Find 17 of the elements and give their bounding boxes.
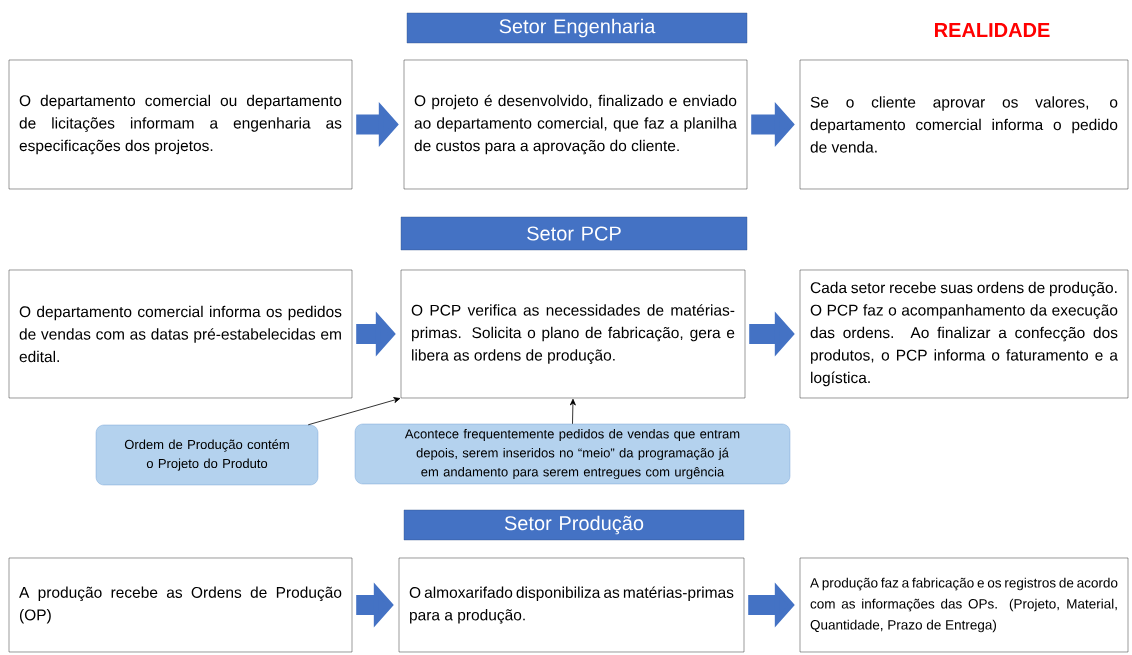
text-box: O almoxarifado disponibiliza as matérias-primas para a produção. [398,557,745,653]
leader-arrow [569,398,576,425]
section-header: Setor PCP [400,216,748,251]
callout-box: Acontece frequentemente pedidos de vendas que entram depois, serem inseridos no “meio” da programação já em andamento para serem entregues com urgência [354,423,791,485]
text-box: Cada setor recebe suas ordens de produção. O PCP faz o acompanhamento da execução das ordens. Ao finalizar a confecção dos produtos, o PCP informa o faturamento e a logística. [799,269,1129,399]
leader-arrow [307,397,401,426]
section-header: Setor Engenharia [406,12,748,44]
text-box: O projeto é desenvolvido, finalizado e enviado ao departamento comercial, que faz a planilha de custos para a aprovação do cliente. [403,59,748,190]
text-box: A produção faz a fabricação e os registros de acordo com as informações das OPs. (Projeto, Material, Quantidade, Prazo de Entrega) [799,557,1129,653]
callout-box: Ordem de Produção contém o Projeto do Produto [95,424,319,486]
text-box: A produção recebe as Ordens de Produção (OP) [8,557,353,653]
text-box: Se o cliente aprovar os valores, o departamento comercial informa o pedido de venda. [799,59,1129,190]
text-box: O PCP verifica as necessidades de matérias-primas. Solicita o plano de fabricação, gera e libera as ordens de produção. [400,269,746,399]
text-box: O departamento comercial ou departamento de licitações informam a engenharia as especificações dos projetos. [8,59,353,190]
text-box: O departamento comercial informa os pedidos de vendas com as datas pré-estabelecidas em edital. [8,269,353,399]
section-header: Setor Produção [403,509,745,541]
heading-label: REALIDADE [935,23,1050,37]
